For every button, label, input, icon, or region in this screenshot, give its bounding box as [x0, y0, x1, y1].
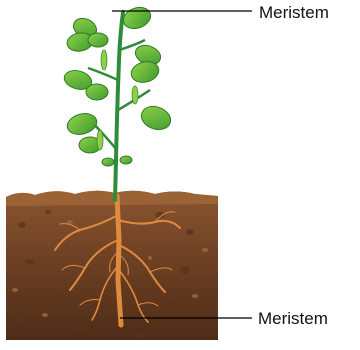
meristem-label-bottom: Meristem [258, 310, 328, 327]
meristem-label-top: Meristem [259, 4, 329, 21]
